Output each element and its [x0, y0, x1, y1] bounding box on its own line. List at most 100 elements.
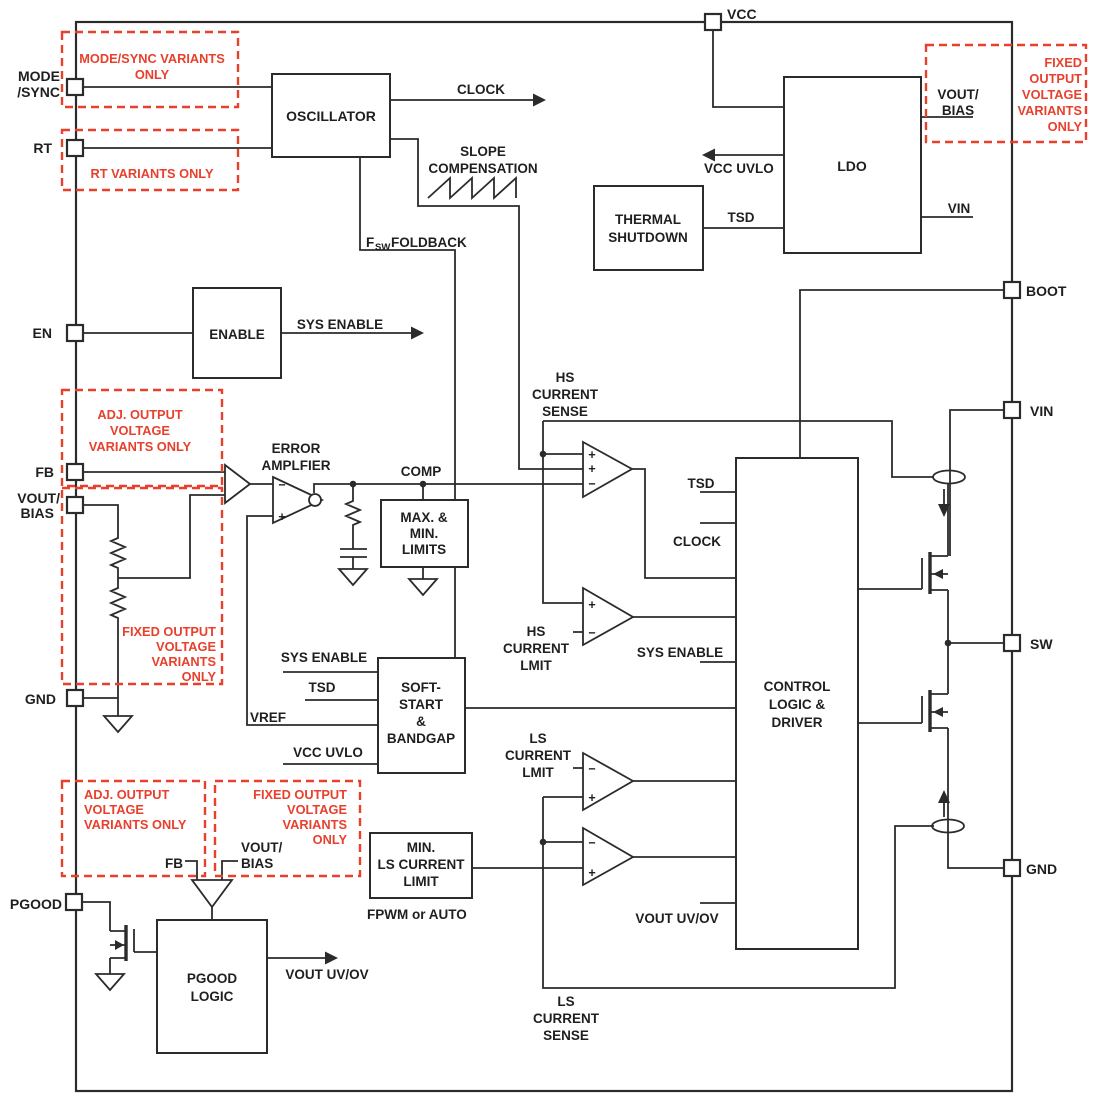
min-ls-comparator: [582, 826, 635, 887]
tsd-ss-label: TSD: [309, 680, 336, 695]
clock-ctrl-label: CLOCK: [673, 534, 721, 549]
note-adj-fb-3: VARIANTS ONLY: [89, 439, 192, 454]
pin-label-sync: /SYNC: [17, 84, 60, 100]
pin-vcc: [703, 12, 723, 32]
limits-label-2: MIN.: [410, 526, 439, 541]
ldo-vin-label: VIN: [948, 201, 971, 216]
vref-label: VREF: [250, 710, 286, 725]
note-fixed-pg-4: ONLY: [313, 832, 348, 847]
pin-label-bias: BIAS: [21, 505, 54, 521]
pin-label-boot: BOOT: [1026, 283, 1067, 299]
note-fixed-tr-4: VARIANTS: [1018, 103, 1083, 118]
note-box-mode-sync: [60, 30, 240, 109]
gm-output-circle: [308, 493, 322, 507]
thermal-shutdown-block: [593, 185, 704, 271]
note-mode-sync-2: ONLY: [135, 67, 170, 82]
fsw-foldback-label: FOLDBACK: [391, 235, 467, 250]
pgood-logic-label-1: PGOOD: [187, 971, 238, 986]
oscillator-block: [271, 73, 391, 158]
note-rt: RT VARIANTS ONLY: [90, 166, 213, 181]
pin-sw: [1002, 633, 1022, 653]
pgood-logic-label-2: LOGIC: [191, 989, 234, 1004]
slope-label-1: SLOPE: [460, 144, 506, 159]
ground-symbol-icons: [94, 568, 439, 992]
slope-compensation-waveform-icon: [427, 175, 517, 201]
note-fixed-tr-1: FIXED: [1044, 55, 1082, 70]
ldo-block: [783, 76, 922, 254]
control-label-1: CONTROL: [764, 679, 831, 694]
note-fixed-pg-2: VOLTAGE: [287, 802, 347, 817]
note-adj-pg-1: ADJ. OUTPUT: [84, 787, 169, 802]
ls-limit-label-3: LMIT: [522, 765, 554, 780]
pwm-comparator: [582, 440, 634, 499]
clock-out-label: CLOCK: [457, 82, 505, 97]
note-adj-pg-3: VARIANTS ONLY: [84, 817, 187, 832]
enable-label: ENABLE: [209, 327, 265, 342]
control-label-2: LOGIC &: [769, 697, 825, 712]
soft-start-label-3: &: [416, 714, 426, 729]
note-adj-fb-2: VOLTAGE: [110, 423, 170, 438]
hs-limit-label-3: LMIT: [520, 658, 552, 673]
junction-dots: [349, 450, 952, 846]
fb-pgood-label: FB: [165, 856, 183, 871]
note-fixed-pg-1: FIXED OUTPUT: [253, 787, 347, 802]
err-amp-minus: −: [278, 478, 285, 492]
note-box-fixed-pgood: [213, 779, 362, 878]
hs-cl-minus: −: [588, 626, 595, 640]
vout-uvov-pgood-label: VOUT UV/OV: [285, 967, 368, 982]
ls-current-sense-oval: [931, 818, 965, 834]
hs-current-sense-oval: [932, 469, 966, 485]
error-amplifier-triangle: [272, 475, 325, 525]
hs-limit-label-1: HS: [527, 624, 546, 639]
min-ls-label-2: LS CURRENT: [378, 857, 466, 872]
hs-limit-label-2: CURRENT: [503, 641, 570, 656]
note-box-adj-fb: [60, 388, 224, 488]
pin-label-en: EN: [33, 325, 52, 341]
fpwm-auto-label: FPWM or AUTO: [367, 907, 467, 922]
pin-vout-bias: [65, 495, 85, 515]
ls-cl-plus: +: [588, 791, 595, 805]
note-box-fixed-top-right: [924, 43, 1088, 144]
pin-label-gnd-right: GND: [1026, 861, 1057, 877]
note-fixed-div-1: FIXED OUTPUT: [122, 624, 216, 639]
ls-limit-label-2: CURRENT: [505, 748, 572, 763]
pgood-logic-block: [156, 919, 268, 1054]
pin-gnd-left: [65, 688, 85, 708]
sys-enable-ctrl-label: SYS ENABLE: [637, 645, 723, 660]
sys-enable-out-label: SYS ENABLE: [297, 317, 383, 332]
pin-label-gnd-left: GND: [25, 691, 56, 707]
note-adj-pg-2: VOLTAGE: [84, 802, 144, 817]
note-fixed-tr-5: ONLY: [1048, 119, 1083, 134]
feedback-mux-triangle: [224, 463, 252, 505]
hs-sense-label-2: CURRENT: [532, 387, 599, 402]
note-fixed-div-3: VARIANTS: [152, 654, 217, 669]
ls-sense-label-3: SENSE: [543, 1028, 589, 1043]
control-label-3: DRIVER: [771, 715, 822, 730]
min-ls-label-1: MIN.: [407, 840, 436, 855]
pin-label-fb: FB: [35, 464, 54, 480]
slope-label-2: COMPENSATION: [428, 161, 537, 176]
pin-vin: [1002, 400, 1022, 420]
note-fixed-pg-3: VARIANTS: [283, 817, 348, 832]
min-ls-minus: −: [588, 836, 595, 850]
oscillator-label: OSCILLATOR: [286, 108, 376, 124]
min-ls-label-3: LIMIT: [403, 874, 439, 889]
error-amp-label-2: AMPLFIER: [262, 458, 331, 473]
note-mode-sync-1: MODE/SYNC VARIANTS: [79, 51, 225, 66]
pin-label-vout: VOUT/: [17, 490, 60, 506]
hs-sense-label-1: HS: [556, 370, 575, 385]
ldo-label: LDO: [837, 158, 867, 174]
hs-cl-plus: +: [588, 598, 595, 612]
thermal-label-2: SHUTDOWN: [608, 230, 688, 245]
ls-cl-minus: −: [588, 762, 595, 776]
min-ls-current-limit-block: [369, 832, 473, 899]
pin-label-sw: SW: [1030, 636, 1053, 652]
pin-fb: [65, 462, 85, 482]
comp-label: COMP: [401, 464, 442, 479]
enable-block: [192, 287, 282, 379]
soft-start-label-1: SOFT-: [401, 680, 441, 695]
mosfet-channel-bars: [124, 552, 932, 961]
note-box-fixed-divider: [60, 486, 224, 686]
pin-mode-sync: [65, 77, 85, 97]
